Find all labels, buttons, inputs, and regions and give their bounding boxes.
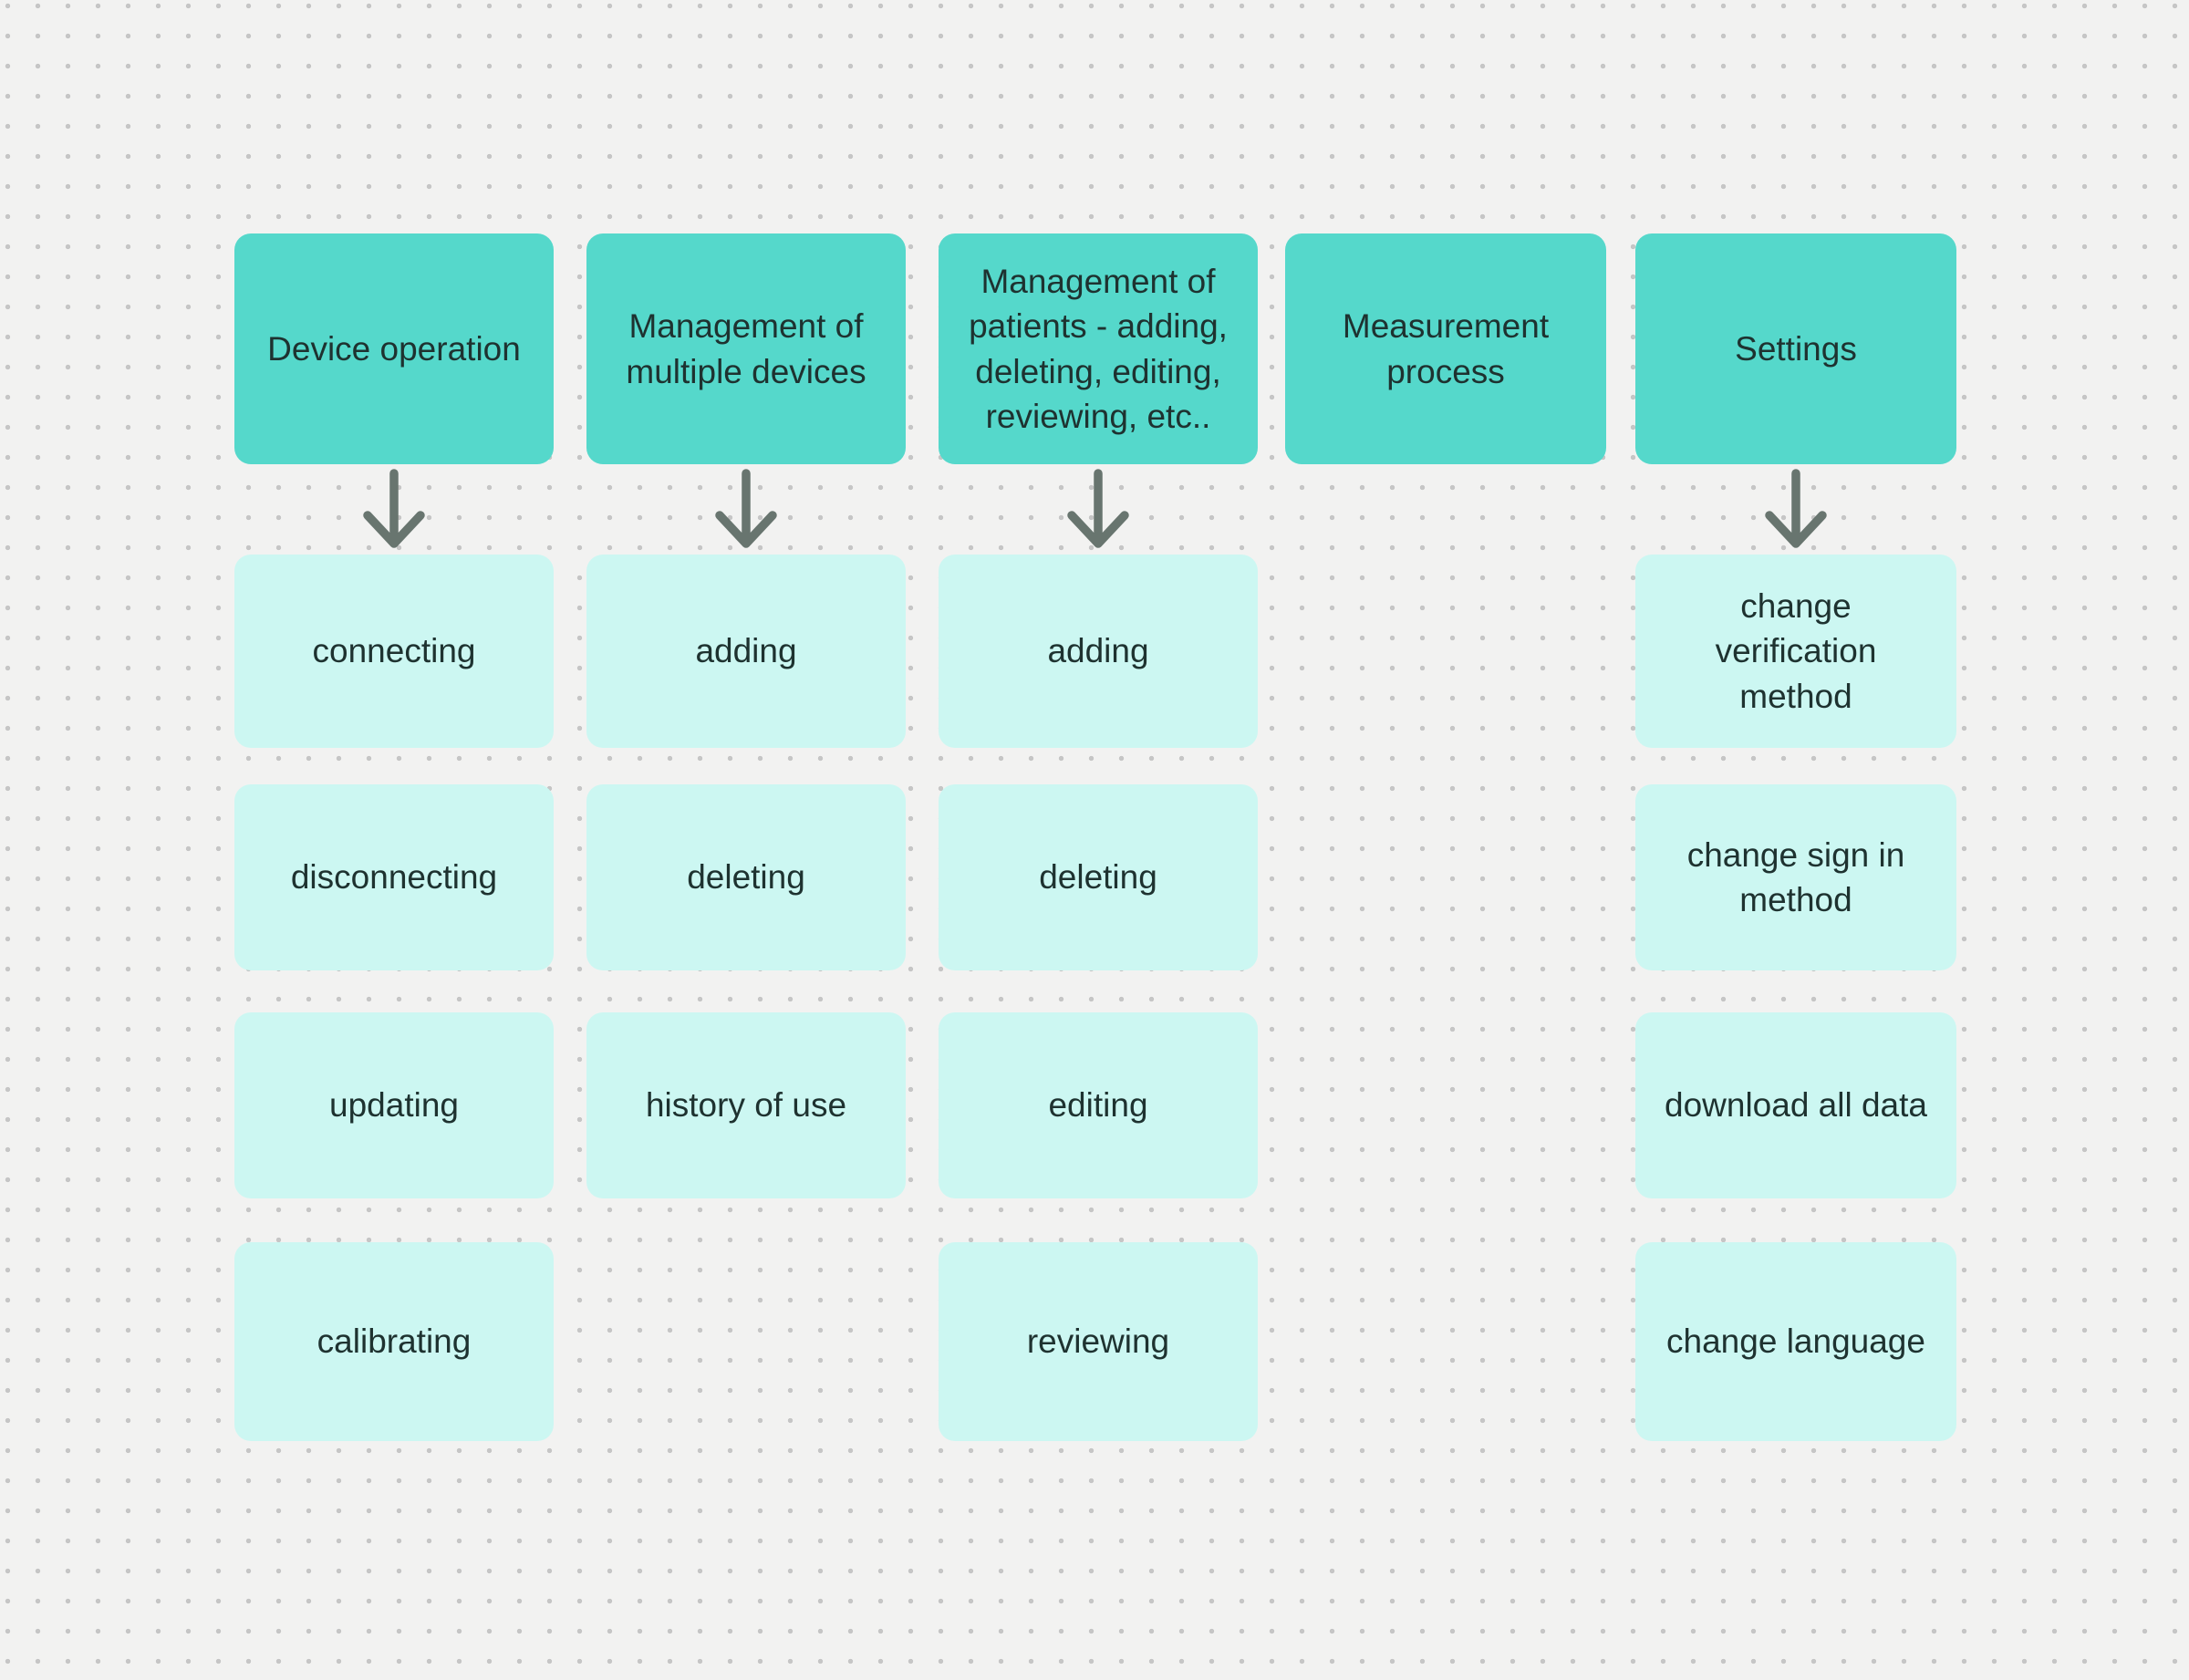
header-box-patients[interactable]: Management of patients - adding, deletin…	[939, 233, 1258, 464]
child-box-deleting-patients[interactable]: deleting	[939, 784, 1258, 970]
child-label-updating: updating	[329, 1086, 459, 1125]
down-arrow-settings[interactable]	[1758, 467, 1834, 553]
child-box-adding-devices[interactable]: adding	[586, 555, 906, 748]
child-label-change-language: change language	[1666, 1322, 1925, 1361]
child-box-change-verification-method[interactable]: change verification method	[1635, 555, 1956, 748]
down-arrow-patients[interactable]	[1060, 467, 1136, 553]
down-arrow-icon	[363, 469, 425, 548]
child-label-adding-devices: adding	[695, 632, 797, 670]
child-label-change-verification-method: change verification method	[1715, 587, 1877, 715]
child-label-calibrating: calibrating	[316, 1322, 472, 1361]
down-arrow-icon	[1067, 469, 1129, 548]
child-box-download-all-data[interactable]: download all data	[1635, 1012, 1956, 1198]
child-label-editing: editing	[1048, 1086, 1148, 1125]
child-box-change-language[interactable]: change language	[1635, 1242, 1956, 1441]
child-label-adding-patients: adding	[1047, 632, 1149, 670]
header-box-multiple-devices[interactable]: Management of multiple devices	[586, 233, 906, 464]
child-box-disconnecting[interactable]: disconnecting	[234, 784, 554, 970]
down-arrow-icon	[1765, 469, 1827, 548]
child-label-download-all-data: download all data	[1665, 1086, 1927, 1125]
down-arrow-multiple-devices[interactable]	[708, 467, 784, 553]
down-arrow-device-operation[interactable]	[356, 467, 432, 553]
down-arrow-icon	[715, 469, 777, 548]
child-box-change-sign-in-method[interactable]: change sign in method	[1635, 784, 1956, 970]
header-box-measurement-process[interactable]: Measurement process	[1285, 233, 1606, 464]
child-label-deleting-devices: deleting	[687, 858, 805, 897]
child-box-reviewing[interactable]: reviewing	[939, 1242, 1258, 1441]
child-label-disconnecting: disconnecting	[290, 858, 498, 897]
child-box-updating[interactable]: updating	[234, 1012, 554, 1198]
child-box-calibrating[interactable]: calibrating	[234, 1242, 554, 1441]
header-box-settings[interactable]: Settings	[1635, 233, 1956, 464]
header-label-patients: Management of patients - adding, deletin…	[969, 263, 1228, 435]
child-box-editing[interactable]: editing	[939, 1012, 1258, 1198]
header-label-measurement-process: Measurement process	[1342, 307, 1550, 390]
child-label-history-of-use: history of use	[645, 1086, 847, 1125]
header-box-device-operation[interactable]: Device operation	[234, 233, 554, 464]
header-label-multiple-devices: Management of multiple devices	[626, 307, 866, 390]
child-box-adding-patients[interactable]: adding	[939, 555, 1258, 748]
header-label-device-operation: Device operation	[267, 329, 521, 368]
child-label-connecting: connecting	[312, 632, 476, 670]
child-box-history-of-use[interactable]: history of use	[586, 1012, 906, 1198]
child-label-change-sign-in-method: change sign in method	[1686, 835, 1905, 918]
child-box-deleting-devices[interactable]: deleting	[586, 784, 906, 970]
child-box-connecting[interactable]: connecting	[234, 555, 554, 748]
child-label-reviewing: reviewing	[1026, 1322, 1170, 1361]
header-label-settings: Settings	[1735, 329, 1857, 368]
child-label-deleting-patients: deleting	[1039, 858, 1157, 897]
